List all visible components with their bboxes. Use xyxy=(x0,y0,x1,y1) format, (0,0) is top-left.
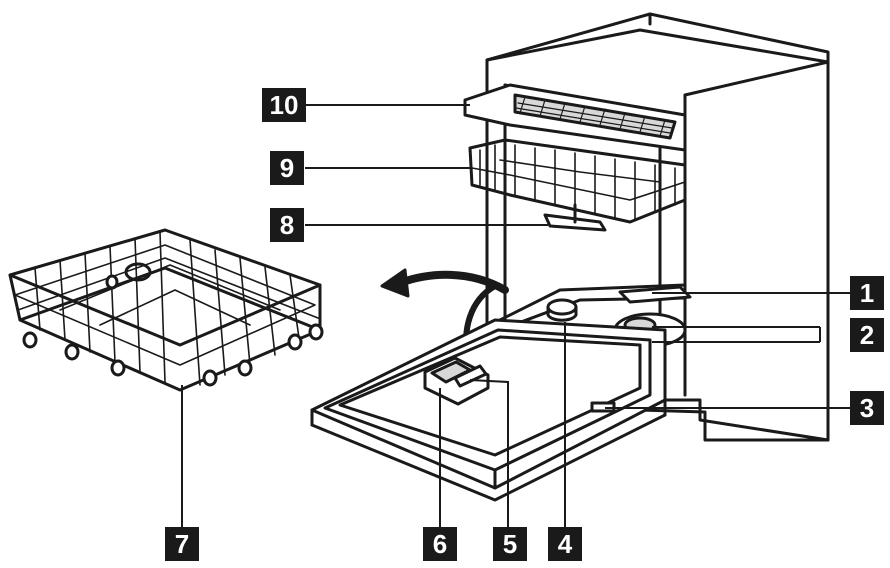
callout-3: 3 xyxy=(850,391,884,425)
upper-spray-arm xyxy=(543,203,607,232)
callout-4: 4 xyxy=(548,527,582,561)
leader-lines xyxy=(181,104,850,535)
salt-container-cap xyxy=(546,298,578,322)
callout-6: 6 xyxy=(423,527,457,561)
lower-spray-arm xyxy=(618,285,692,304)
callout-10: 10 xyxy=(262,88,306,122)
leader-5 xyxy=(469,379,509,535)
callout-9: 9 xyxy=(270,151,304,185)
callout-5: 5 xyxy=(493,527,527,561)
upper-basket xyxy=(468,138,687,224)
dishwasher-door xyxy=(310,318,667,502)
callout-1: 1 xyxy=(850,276,884,310)
callout-2: 2 xyxy=(850,318,884,352)
callout-7: 7 xyxy=(165,527,199,561)
upper-cutlery-tray xyxy=(463,83,687,152)
lower-basket xyxy=(8,228,324,392)
callout-8: 8 xyxy=(270,208,304,242)
